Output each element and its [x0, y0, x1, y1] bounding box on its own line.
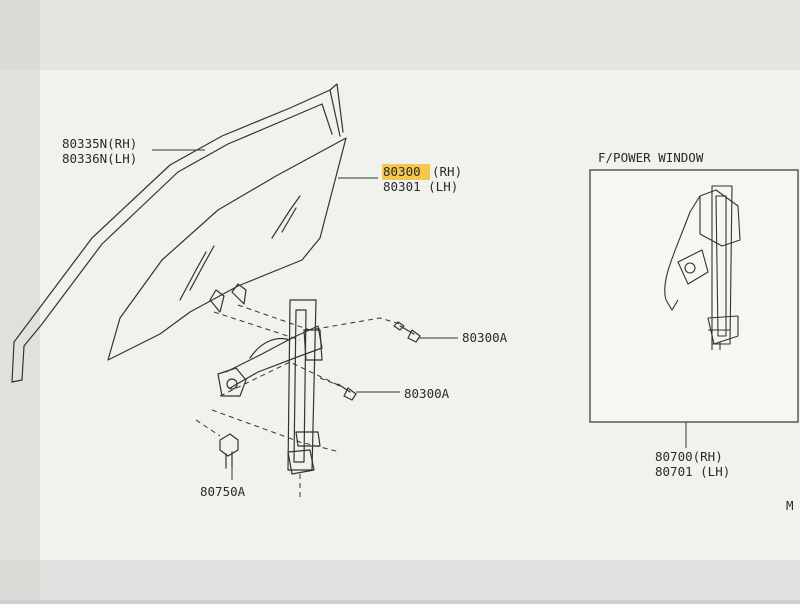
leader-lines	[152, 149, 687, 480]
label-bolt-bottom[interactable]: 80750A	[200, 484, 246, 499]
reference-lines	[195, 304, 401, 498]
label-glass-rh-code[interactable]: 80300	[383, 164, 421, 179]
door-glass-panel[interactable]	[107, 137, 347, 361]
left-shadow	[0, 0, 40, 600]
inset-title: F/POWER WINDOW	[598, 150, 704, 165]
label-glass-lh[interactable]: 80301 (LH)	[383, 179, 458, 194]
bottom-shadow	[0, 560, 800, 600]
label-regulator-lh[interactable]: 80701 (LH)	[655, 464, 730, 479]
label-regulator-rh[interactable]: 80700(RH)	[655, 449, 723, 464]
label-glass-run-rh[interactable]: 80335N(RH)	[62, 136, 137, 151]
top-shadow	[0, 0, 800, 70]
label-bolt-upper[interactable]: 80300A	[462, 330, 508, 345]
label-glass-run-lh[interactable]: 80336N(LH)	[62, 151, 137, 166]
power-window-regulator-inset[interactable]	[664, 185, 741, 350]
glass-run-channel[interactable]	[11, 83, 344, 383]
power-window-inset-box	[589, 169, 799, 423]
bolt-80300a-lower[interactable]	[337, 383, 357, 401]
window-regulator-assembly[interactable]	[217, 299, 323, 475]
label-bolt-lower[interactable]: 80300A	[404, 386, 450, 401]
label-glass-rh-suffix: (RH)	[432, 164, 462, 179]
edge-fragment-label: M	[786, 498, 794, 513]
part-number-highlight	[382, 164, 430, 180]
bolt-80300a-upper[interactable]	[393, 321, 421, 343]
